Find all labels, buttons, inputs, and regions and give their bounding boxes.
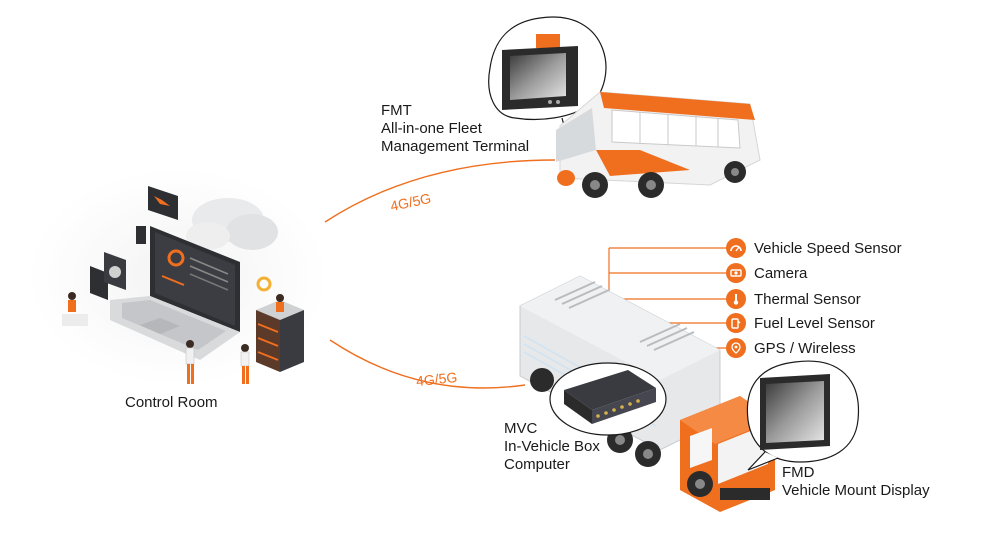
- mvc-bubble: [549, 362, 667, 436]
- fmt-label-line3: Management Terminal: [381, 138, 530, 155]
- fmd-label-line2: Vehicle Mount Display: [782, 482, 930, 499]
- person-sitting: [62, 292, 88, 326]
- mvc-label-line2: In-Vehicle Box: [504, 438, 600, 455]
- mvc-label-line3: Computer: [504, 456, 570, 473]
- bus-illustration: [556, 91, 761, 198]
- wall-monitor-2: [90, 266, 108, 300]
- mvc-label: MVC In-Vehicle Box Computer: [504, 420, 600, 474]
- person-standing-2: [240, 344, 250, 384]
- fmd-bubble: [746, 360, 860, 471]
- sensor-label-camera: Camera: [754, 264, 808, 282]
- fmd-label-line1: FMD: [782, 464, 815, 481]
- cloud-icon: [186, 198, 278, 250]
- mvc-label-line1: MVC: [504, 420, 538, 437]
- person-standing-1: [185, 340, 195, 384]
- fuel-icon: [726, 313, 746, 333]
- control-room-label: Control Room: [125, 394, 218, 411]
- sensor-item-gps: GPS / Wireless: [726, 337, 856, 359]
- gear-icon: [256, 276, 272, 292]
- sensor-label-fuel: Fuel Level Sensor: [754, 314, 875, 332]
- sensor-item-thermal: Thermal Sensor: [726, 288, 861, 310]
- sensor-label-gps: GPS / Wireless: [754, 339, 856, 357]
- camera-icon: [726, 263, 746, 283]
- fmt-label-line1: FMT: [381, 102, 412, 119]
- sensor-item-speed: Vehicle Speed Sensor: [726, 237, 902, 259]
- sensor-item-camera: Camera: [726, 262, 807, 284]
- person-on-server: [276, 294, 284, 312]
- link-arc-bus: [324, 159, 556, 223]
- speedometer-icon: [726, 238, 746, 258]
- fmt-bubble: [488, 16, 607, 142]
- control-room-illustration: [62, 186, 304, 384]
- gps-icon: [726, 338, 746, 358]
- thermometer-icon: [726, 289, 746, 309]
- mvc-device: [564, 370, 656, 410]
- link-arc-truck: [329, 339, 526, 389]
- fmt-label-line2: All-in-one Fleet: [381, 120, 482, 137]
- server-stack: [256, 300, 304, 372]
- fmt-device-mount: [536, 34, 560, 48]
- sensor-label-speed: Vehicle Speed Sensor: [754, 239, 902, 257]
- fmd-label: FMD Vehicle Mount Display: [782, 464, 930, 500]
- sensor-label-thermal: Thermal Sensor: [754, 290, 861, 308]
- fmt-label: FMT All-in-one Fleet Management Terminal: [381, 102, 529, 156]
- sensor-item-fuel: Fuel Level Sensor: [726, 312, 875, 334]
